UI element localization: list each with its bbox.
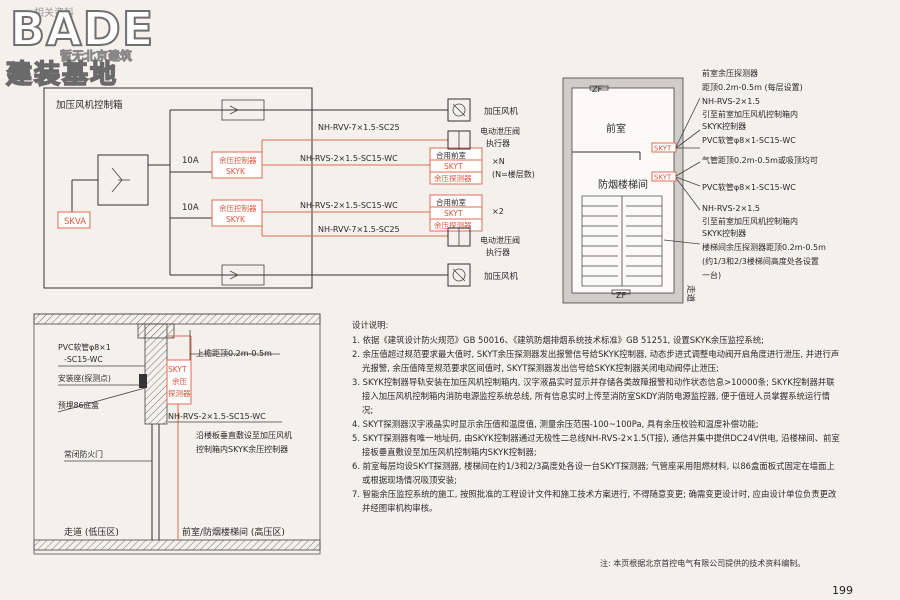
plan-skyt-2 [651, 171, 677, 182]
breaker2-label: 10A [182, 203, 199, 213]
design-note-item: 1. 依据《建筑设计防火规范》GB 50016、《建筑防烟排烟系统技术标准》GB… [352, 335, 764, 345]
design-note-item: 2. 余压值超过规范要求最大值时, SKYT余压探测器发出报警信号给SKYK控制… [352, 349, 840, 373]
room-stair: 防烟楼梯间 [598, 178, 648, 191]
breaker1-label: 10A [182, 156, 199, 166]
svg-text:引至前室加压风机控制箱内: 引至前室加压风机控制箱内 [702, 216, 798, 226]
svg-text:引至前室加压风机控制箱内: 引至前室加压风机控制箱内 [702, 109, 798, 119]
svg-text:预埋86底盒: 预埋86底盒 [58, 400, 99, 410]
watermark-brand-text: 建装基地 [5, 59, 119, 91]
floor-plan: ZF 前室 防烟楼梯间 ZF SKYT SKYT 走道 [562, 68, 826, 304]
watermark-logo-text: BADE [9, 1, 155, 57]
stair-box-line1: 合用前室 [436, 197, 466, 207]
damper-top-line1: 电动泄压阀 [480, 126, 520, 136]
fan-bot-label: 加压风机 [484, 271, 519, 282]
skva-box [57, 211, 91, 229]
svg-text:PVC软管φ8×1-SC15-WC: PVC软管φ8×1-SC15-WC [702, 182, 796, 192]
stair-box-line2: SKYT [444, 209, 463, 218]
damper-bot-line2: 执行器 [486, 247, 510, 257]
controller-box-1 [211, 151, 263, 179]
ctrl2-line1: 余压控制器 [219, 203, 257, 213]
svg-text:余压: 余压 [172, 376, 187, 386]
fan-top-label: 加压风机 [484, 106, 519, 117]
cable-rvv-top: NH-RVV-7×1.5-SC25 [318, 123, 400, 132]
design-note-item: 3. SKYK控制器导轨安装在加压风机控制箱内, 汉字液晶实时显示并存储各类故障… [352, 377, 835, 415]
svg-text:一台): 一台) [702, 270, 721, 280]
multiplier-n-note: (N=楼层数) [492, 169, 535, 179]
ctrl1-line2: SKYK [226, 167, 246, 176]
svg-text:探测器: 探测器 [168, 388, 191, 398]
control-schematic: 加压风机控制箱 SKVA 10A 10A 余压控制器 SKYK 余压控制器 SK… [43, 87, 535, 289]
section-detector [166, 359, 192, 405]
front-box-line2: SKYT [444, 162, 463, 171]
svg-text:NH-RVS-2×1.5: NH-RVS-2×1.5 [702, 204, 760, 213]
svg-text:-SC15-WC: -SC15-WC [64, 355, 103, 364]
cabinet-title: 加压风机控制箱 [56, 99, 123, 111]
front-box-line1: 合用前室 [436, 150, 466, 160]
front-box-line3: 余压探测器 [434, 173, 472, 183]
svg-text:楼梯间余压探测器距顶0.2m-0.5m: 楼梯间余压探测器距顶0.2m-0.5m [702, 242, 826, 252]
fan-icon-top [447, 98, 471, 122]
svg-text:NH-RVS-2×1.5-SC15-WC: NH-RVS-2×1.5-SC15-WC [168, 412, 266, 421]
wall-section: SKYT 余压 探测器 上檐距顶0.2m-0.5m NH-RVS-2×1.5-S… [33, 313, 321, 555]
cable-rvs-1: NH-RVS-2×1.5-SC15-WC [300, 154, 398, 163]
skva-label: SKVA [64, 217, 86, 227]
ctrl1-line1: 余压控制器 [219, 155, 257, 165]
cable-rvv-bot: NH-RVV-7×1.5-SC25 [318, 225, 400, 234]
room-front: 前室 [606, 122, 626, 135]
svg-text:前室/防烟楼梯间 (高压区): 前室/防烟楼梯间 (高压区) [182, 526, 285, 538]
svg-text:NH-RVS-2×1.5: NH-RVS-2×1.5 [702, 97, 760, 106]
cable-rvs-2: NH-RVS-2×1.5-SC15-WC [300, 201, 398, 210]
footnote: 注: 本页根据北京首控电气有限公司提供的技术资料编制。 [600, 559, 806, 568]
svg-text:SKYT: SKYT [168, 365, 187, 374]
ctrl2-line2: SKYK [226, 215, 246, 224]
design-note-item: 5. SKYT探测器有唯一地址码, 由SKYK控制器通过无极性二总线NH-RVS… [352, 433, 840, 457]
multiplier-n: ×N [492, 157, 505, 166]
stair-box-line3: 余压探测器 [434, 220, 472, 230]
plan-annotations: 前室余压探测器 距顶0.2m-0.5m (每层设置) NH-RVS-2×1.5 … [702, 68, 826, 280]
svg-text:SKYK控制器: SKYK控制器 [702, 121, 746, 131]
svg-text:走道 (低压区): 走道 (低压区) [64, 526, 119, 538]
zf-bot: ZF [616, 291, 626, 300]
svg-text:PVC软管φ8×1: PVC软管φ8×1 [58, 342, 111, 352]
svg-text:(约1/3和2/3楼梯间高度处各设置: (约1/3和2/3楼梯间高度处各设置 [702, 256, 819, 266]
svg-text:常闭防火门: 常闭防火门 [64, 449, 103, 459]
stair-treads [581, 195, 663, 287]
design-notes: 设计说明: 1. 依据《建筑设计防火规范》GB 50016、《建筑防烟排烟系统技… [352, 318, 840, 515]
wall [144, 323, 168, 425]
svg-text:气管距顶0.2m-0.5m或吸顶均可: 气管距顶0.2m-0.5m或吸顶均可 [702, 155, 818, 165]
front-room-detector-box [429, 147, 483, 185]
svg-text:控制箱内SKYK余压控制器: 控制箱内SKYK余压控制器 [196, 444, 288, 454]
multiplier-2: ×2 [492, 207, 504, 216]
fan-icon-bottom [447, 263, 471, 287]
watermark-top-small: 相关资料 [34, 8, 74, 19]
svg-text:前室余压探测器: 前室余压探测器 [702, 68, 758, 78]
svg-text:上檐距顶0.2m-0.5m: 上檐距顶0.2m-0.5m [196, 348, 272, 358]
cabinet-frame [43, 87, 313, 289]
svg-text:沿楼板垂直敷设至加压风机: 沿楼板垂直敷设至加压风机 [196, 430, 292, 440]
zf-top: ZF [592, 85, 602, 94]
damper-top-line2: 执行器 [486, 138, 510, 148]
design-note-item: 6. 前室每层均设SKYT探测器, 楼梯间在约1/3和2/3高度处各设一台SKY… [352, 461, 835, 485]
design-notes-title: 设计说明: [352, 320, 389, 330]
corridor-label: 走道 [685, 285, 696, 303]
svg-text:PVC软管φ8×1-SC15-WC: PVC软管φ8×1-SC15-WC [702, 135, 796, 145]
damper-bot-line1: 电动泄压阀 [480, 235, 520, 245]
controller-box-2 [211, 199, 263, 227]
svg-text:SKYT: SKYT [654, 174, 672, 182]
watermark-sub-text: 暂无北京建筑 [60, 49, 133, 64]
svg-text:安装座(探测点): 安装座(探测点) [58, 373, 111, 383]
svg-text:距顶0.2m-0.5m (每层设置): 距顶0.2m-0.5m (每层设置) [702, 82, 803, 92]
svg-text:SKYK控制器: SKYK控制器 [702, 228, 746, 238]
design-note-item: 4. SKYT探测器汉字液晶实时显示余压值和温度值, 测量余压范围-100~10… [352, 419, 759, 429]
design-note-item: 7. 智能余压监控系统的施工, 按照批准的工程设计文件和施工技术方案进行, 不得… [352, 489, 837, 513]
svg-text:SKYT: SKYT [654, 145, 672, 153]
stair-detector-box [429, 194, 483, 232]
page-number: 199 [832, 584, 853, 597]
